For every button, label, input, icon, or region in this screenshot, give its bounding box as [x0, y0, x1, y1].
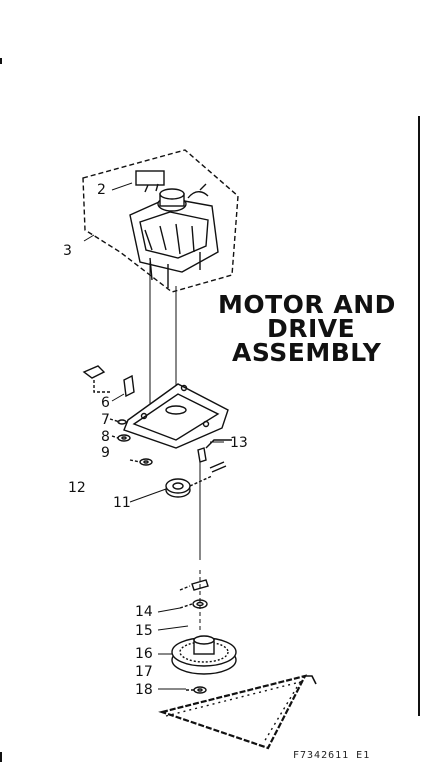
callout-3: 3: [63, 243, 72, 259]
callout-9: 9: [101, 445, 110, 461]
diagram-title-line-1: MOTOR AND: [218, 290, 396, 319]
callout-2: 2: [97, 182, 106, 198]
callout-16: 16: [135, 646, 153, 662]
callout-6: 6: [101, 395, 110, 411]
callout-8: 8: [101, 429, 110, 445]
motor-part: [129, 183, 219, 288]
callout-17: 17: [135, 664, 153, 680]
callout-7: 7: [101, 412, 110, 428]
motor-switch-part: [135, 170, 165, 193]
callout-14: 14: [135, 604, 153, 620]
callout-13: 13: [230, 435, 248, 451]
drive-pulley-part-11: [165, 475, 213, 498]
clip-part: [82, 365, 135, 398]
diagram-title-line-2: DRIVE: [267, 314, 356, 343]
drive-chain-part: [158, 674, 317, 750]
mounting-plate-part: [123, 383, 229, 449]
diagram-title-line-3: ASSEMBLY: [232, 338, 382, 367]
callout-11: 11: [113, 495, 131, 511]
fastener-stack-7-8-9: [109, 418, 153, 466]
frame-edge-mark: [0, 58, 2, 64]
callout-18: 18: [135, 682, 153, 698]
drawing-code: F7342611 E1: [293, 750, 371, 761]
motor-enclosure-outline: [82, 149, 239, 293]
pin-part-13: [197, 439, 232, 473]
frame-edge-mark: [0, 752, 2, 762]
retainer-part-18: [186, 686, 207, 694]
frame-edge-mark: [418, 116, 420, 716]
callout-15: 15: [135, 623, 153, 639]
sprocket-part-16: [171, 635, 237, 675]
washer-stack-14-15: [179, 579, 209, 609]
callout-12: 12: [68, 480, 86, 496]
